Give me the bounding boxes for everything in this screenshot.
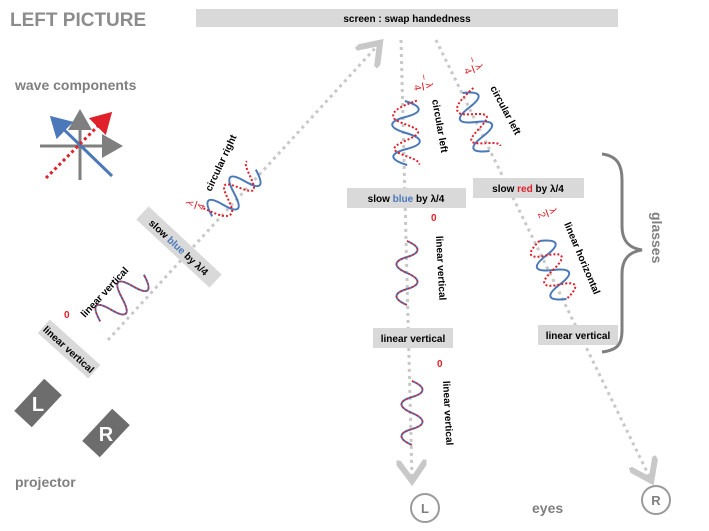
eye-L: L [410, 493, 440, 523]
projector-wave-label-linear-vertical: linear vertical [79, 265, 131, 320]
right-eye-wave-linear-horizontal [529, 239, 577, 301]
left-eye-wave-linear-b [400, 380, 424, 446]
svg-text:2: 2 [535, 211, 547, 220]
projector-phase-lambda-4: λ 4 [185, 199, 209, 211]
wave-components-axes [40, 109, 123, 180]
projector-filter-slow-blue: slow blue by λ/4 [136, 206, 222, 288]
projector-R-label: R [99, 424, 114, 446]
svg-text:−: − [465, 55, 477, 64]
svg-text:λ: λ [472, 63, 484, 71]
glasses-label: glasses [649, 212, 665, 264]
right-eye-wave-label-linear-horizontal: linear horizontal [561, 221, 601, 297]
left-eye-wave-circular [391, 99, 421, 166]
svg-text:λ: λ [185, 199, 197, 207]
projector-wave-label-circular-right: circular right [204, 133, 240, 194]
projector-wave-circular [202, 160, 262, 217]
left-eye-filter-linear-vertical: linear vertical [373, 328, 453, 348]
svg-text:slow blue by λ/4: slow blue by λ/4 [146, 218, 210, 279]
left-eye-phase-minus-lambda-4: − λ 4 [411, 73, 435, 92]
glasses-brace [601, 152, 643, 354]
right-eye-phase-lambda-2: λ 2 [535, 207, 558, 220]
svg-text:4: 4 [196, 202, 208, 211]
projector-R: R [82, 408, 130, 458]
wave-components-label: wave components [14, 77, 137, 93]
left-eye-filter-slow-blue: slow blue by λ/4 [347, 188, 466, 208]
screen-label: screen : swap handedness [343, 14, 471, 25]
eye-L-label: L [421, 501, 429, 516]
projector-phase-0: 0 [64, 310, 70, 321]
svg-text:slow blue by λ/4: slow blue by λ/4 [368, 194, 445, 205]
right-eye-filter-linear-vertical: linear vertical [538, 325, 618, 345]
left-eye-wave-linear-a [395, 240, 419, 306]
left-eye-phase-0a: 0 [431, 213, 437, 224]
svg-text:λ: λ [423, 82, 435, 89]
screen-bar [196, 9, 618, 27]
left-eye-wave-label-linear-a: linear vertical [433, 236, 447, 301]
svg-text:linear vertical: linear vertical [381, 334, 446, 345]
left-eye-beam [401, 39, 412, 478]
eye-R: R [641, 485, 671, 515]
left-eye-wave-label-circular-left: circular left [429, 99, 449, 155]
left-eye-phase-0b: 0 [437, 359, 443, 370]
svg-text:4: 4 [411, 84, 423, 92]
page-title: LEFT PICTURE [10, 10, 146, 31]
svg-text:slow red by λ/4: slow red by λ/4 [492, 184, 564, 195]
svg-text:4: 4 [461, 67, 473, 76]
svg-text:−: − [417, 73, 429, 81]
projector-beam [106, 45, 378, 342]
right-eye-beam [434, 39, 650, 478]
svg-text:λ: λ [546, 207, 558, 215]
eyes-label: eyes [532, 500, 563, 516]
projector-label: projector [15, 474, 76, 490]
right-eye-wave-circular [456, 87, 502, 153]
svg-text:linear vertical: linear vertical [546, 331, 611, 342]
right-eye-filter-slow-red: slow red by λ/4 [473, 178, 584, 198]
projector-L: L [14, 378, 62, 428]
left-eye-wave-label-linear-b: linear vertical [440, 381, 454, 446]
projector-wave-linear [94, 274, 150, 322]
projector-L-label: L [32, 394, 44, 416]
eye-R-label: R [651, 493, 661, 508]
right-eye-wave-label-circular-left: circular left [487, 84, 522, 137]
right-eye-phase-minus-lambda-4: − λ 4 [461, 55, 484, 76]
projector-filter-linear-vertical: linear vertical [37, 319, 101, 379]
svg-text:linear vertical: linear vertical [40, 324, 95, 375]
